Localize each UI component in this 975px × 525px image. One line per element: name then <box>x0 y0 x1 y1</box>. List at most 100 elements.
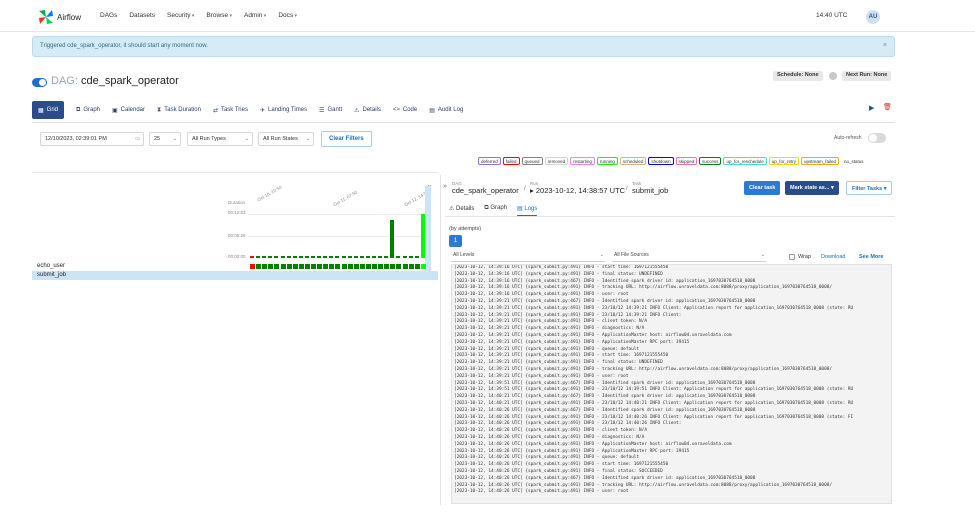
task-instance-cell[interactable] <box>268 264 274 269</box>
run-duration-bar[interactable] <box>280 256 285 258</box>
run-duration-bar[interactable] <box>250 256 254 258</box>
task-instance-cell[interactable] <box>323 264 329 269</box>
log-level-select[interactable]: All Levels ⌄ <box>451 252 605 262</box>
run-duration-bar[interactable] <box>298 256 303 258</box>
task-instance-cell[interactable] <box>286 264 292 269</box>
task-instance-cell[interactable] <box>274 264 280 269</box>
task-instance-cell[interactable] <box>317 264 323 269</box>
task-instance-cell[interactable] <box>341 264 347 269</box>
run-state-select[interactable]: All Run States ⌄ <box>258 132 314 146</box>
tab-details[interactable]: ⚠ Details <box>354 101 381 119</box>
tab-audit-log[interactable]: ▤ Audit Log <box>429 101 463 119</box>
tab-code[interactable]: <> Code <box>393 101 417 119</box>
task-instance-cell[interactable] <box>347 264 353 269</box>
task-instance-cell[interactable] <box>256 264 262 269</box>
task-instance-cell[interactable] <box>262 264 268 269</box>
run-duration-bar[interactable] <box>414 256 419 258</box>
nav-datasets[interactable]: Datasets <box>129 12 155 19</box>
task-instance-cell[interactable] <box>378 264 384 269</box>
task-instance-cell[interactable] <box>396 264 402 269</box>
close-icon[interactable]: × <box>882 42 887 49</box>
run-type-select[interactable]: All Run Types ⌄ <box>187 132 253 146</box>
run-duration-bar[interactable] <box>311 256 315 258</box>
run-duration-bar[interactable] <box>323 256 328 258</box>
task-instance-cell[interactable] <box>335 264 341 269</box>
nav-dags[interactable]: DAGs <box>100 12 118 19</box>
run-duration-bar[interactable] <box>353 256 358 258</box>
task-instance-cell[interactable] <box>384 264 390 269</box>
task-instance-cell[interactable] <box>311 264 316 269</box>
run-duration-bar[interactable] <box>402 256 407 258</box>
task-instance-cell[interactable] <box>414 264 420 269</box>
run-duration-bar[interactable] <box>329 256 334 258</box>
tab-task-duration[interactable]: ⧗ Task Duration <box>157 101 201 119</box>
clear-filters-button[interactable]: Clear Filters <box>321 131 372 147</box>
run-duration-bar[interactable] <box>335 256 340 258</box>
tab-details-sub[interactable]: ⚠ Details <box>449 206 475 212</box>
task-instance-cell[interactable] <box>329 264 335 269</box>
run-duration-bar[interactable] <box>292 256 297 258</box>
trigger-dag-play-icon[interactable]: ▶ <box>869 105 875 112</box>
task-row-echo-user[interactable]: echo_user <box>37 263 66 269</box>
tab-graph-sub[interactable]: ⧉ Graph <box>484 205 508 211</box>
mark-state-button[interactable]: Mark state as... ▾ <box>785 181 839 195</box>
clear-task-button[interactable]: Clear task <box>744 181 781 195</box>
breadcrumb-task[interactable]: submit_job <box>632 186 669 195</box>
tab-task-tries[interactable]: ⇄ Task Tries <box>213 101 248 119</box>
breadcrumb-dag[interactable]: cde_spark_operator <box>452 186 519 195</box>
task-instance-cell[interactable] <box>408 264 414 269</box>
run-duration-bar[interactable] <box>420 214 425 258</box>
calendar-icon[interactable]: ▭ <box>135 136 140 142</box>
task-instance-cell[interactable] <box>280 264 286 269</box>
task-instance-cell[interactable] <box>365 264 371 269</box>
num-runs-select[interactable]: 25 ⌄ <box>149 132 181 146</box>
task-instance-cell[interactable] <box>292 264 298 269</box>
run-duration-bar[interactable] <box>378 256 383 258</box>
run-duration-bar[interactable] <box>384 256 389 258</box>
utc-clock[interactable]: 14:40 UTC <box>816 12 848 19</box>
task-instance-cell[interactable] <box>420 264 426 269</box>
info-icon[interactable] <box>829 72 837 80</box>
attempt-1-button[interactable]: 1 <box>449 235 462 247</box>
run-duration-bar[interactable] <box>359 256 364 258</box>
expand-panel-icon[interactable]: » <box>443 183 447 190</box>
run-duration-bar[interactable] <box>341 256 346 258</box>
wrap-checkbox[interactable] <box>789 254 795 260</box>
filter-tasks-button[interactable]: Filter Tasks ▾ <box>846 181 893 195</box>
run-duration-bar[interactable] <box>372 256 376 258</box>
run-duration-bar[interactable] <box>268 256 273 258</box>
task-instance-cell[interactable] <box>250 264 255 269</box>
nav-admin[interactable]: Admin <box>244 12 266 19</box>
tab-calendar[interactable]: ▣ Calendar <box>112 101 145 119</box>
dag-pause-toggle[interactable] <box>32 78 47 87</box>
tab-gantt[interactable]: ☰ Gantt <box>319 101 342 119</box>
breadcrumb-run[interactable]: ▸ 2023-10-12, 14:38:57 UTC <box>530 186 626 195</box>
run-duration-bar[interactable] <box>365 256 370 258</box>
task-instance-cell[interactable] <box>353 264 359 269</box>
run-duration-bar[interactable] <box>347 256 352 258</box>
run-duration-bar[interactable] <box>396 256 401 258</box>
base-date-field[interactable]: 12/10/2023, 02:39:01 PM ▭ <box>40 132 144 146</box>
run-duration-bar[interactable] <box>286 256 291 258</box>
task-instance-cell[interactable] <box>359 264 365 269</box>
file-source-select[interactable]: All File Sources ⌄ <box>612 252 766 262</box>
nav-browse[interactable]: Browse <box>206 12 232 19</box>
task-instance-cell[interactable] <box>402 264 408 269</box>
run-duration-bar[interactable] <box>304 256 309 258</box>
task-row-submit-job[interactable]: submit_job <box>32 271 438 280</box>
tab-graph[interactable]: ⧉ Graph <box>76 101 100 119</box>
auto-refresh-toggle[interactable] <box>868 133 886 143</box>
run-duration-bar[interactable] <box>256 256 261 258</box>
delete-dag-trash-icon[interactable]: 🗑 <box>883 104 892 111</box>
see-more-link[interactable]: See More <box>859 254 884 260</box>
task-instance-cell[interactable] <box>304 264 310 269</box>
run-duration-bar[interactable] <box>262 256 267 258</box>
user-avatar[interactable]: AU <box>866 10 880 24</box>
run-duration-bar[interactable] <box>274 256 279 258</box>
task-instance-cell[interactable] <box>390 264 396 269</box>
airflow-logo[interactable]: Airflow <box>38 9 81 25</box>
tab-landing-times[interactable]: ✈ Landing Times <box>260 101 307 119</box>
download-link[interactable]: Download <box>821 254 846 260</box>
task-instance-cell[interactable] <box>298 264 304 269</box>
nav-docs[interactable]: Docs <box>278 12 297 19</box>
